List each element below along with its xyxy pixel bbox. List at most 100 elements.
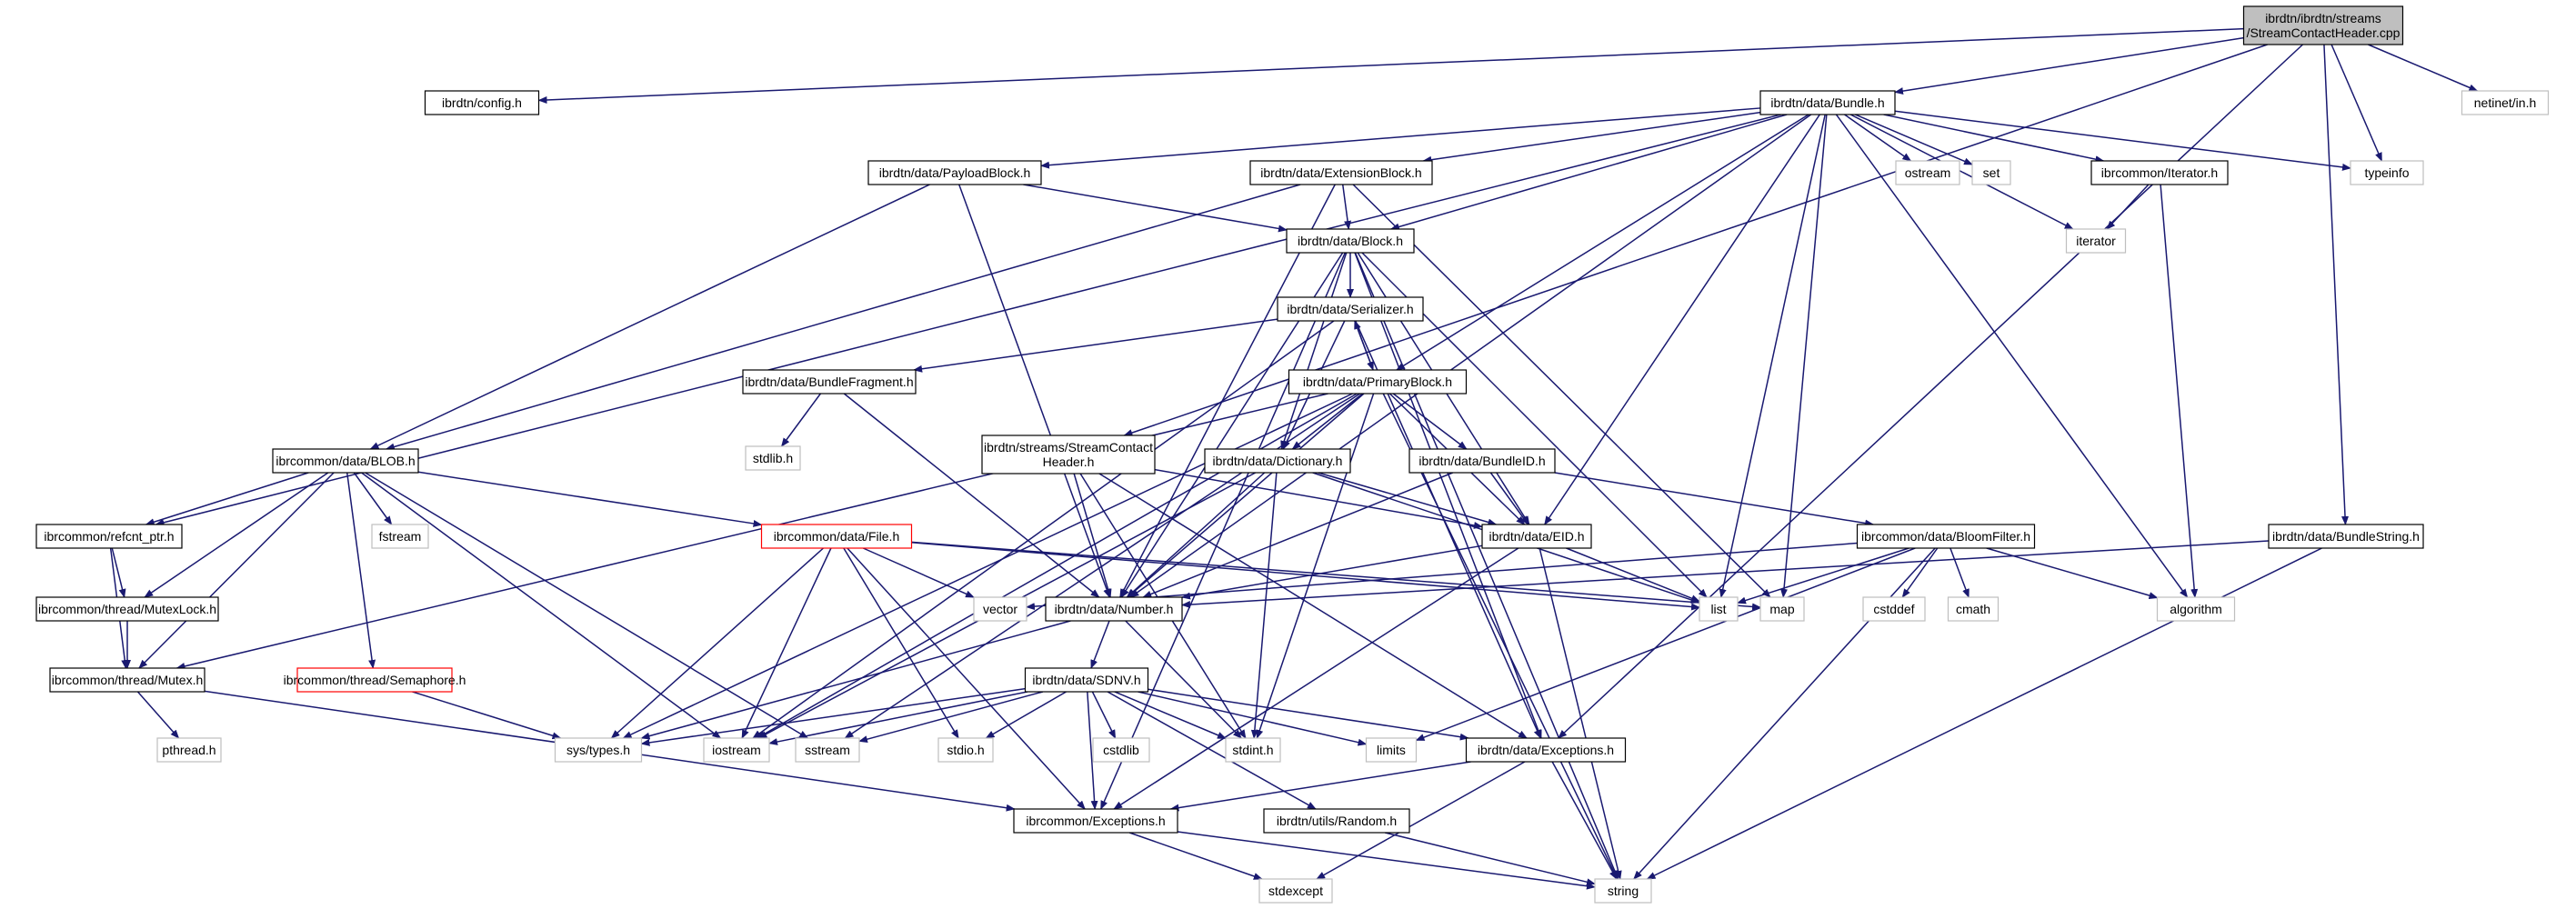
edge-primary-to-bundleid <box>1392 393 1468 450</box>
node-label: vector <box>983 602 1017 616</box>
edge-root-to-bstring <box>2323 44 2350 525</box>
node-fragment[interactable]: ibrdtn/data/BundleFragment.h <box>742 369 917 395</box>
node-sstream: sstream <box>795 737 860 763</box>
edge-bloom-to-list <box>1737 547 1909 604</box>
node-label: sstream <box>805 743 850 757</box>
node-set: set <box>1971 160 2011 185</box>
node-box-eid <box>1481 524 1592 549</box>
node-payload[interactable]: ibrdtn/data/PayloadBlock.h <box>867 160 1042 185</box>
node-blob[interactable]: ibrcommon/data/BLOB.h <box>272 448 419 474</box>
node-serializer[interactable]: ibrdtn/data/Serializer.h <box>1277 296 1424 322</box>
node-vector: vector <box>973 596 1027 622</box>
node-primary[interactable]: ibrdtn/data/PrimaryBlock.h <box>1288 369 1468 395</box>
node-label: ibrdtn/data/ExtensionBlock.h <box>1260 165 1421 180</box>
edge-dictionary-to-number <box>1126 472 1266 598</box>
edge-primary-to-sstream <box>844 393 1360 739</box>
node-stdexcept: stdexcept <box>1258 878 1333 904</box>
edge-root-to-netinet <box>2368 44 2479 92</box>
edge-primary-to-iostream <box>756 393 1358 739</box>
node-sch[interactable]: ibrdtn/streams/StreamContactHeader.h <box>981 435 1156 474</box>
edge-file-to-list <box>911 542 1700 611</box>
node-label: ibrdtn/data/SDNV.h <box>1032 673 1140 687</box>
edge-payload-to-block <box>1023 184 1288 233</box>
node-box-cstddef <box>1862 596 1926 622</box>
node-box-stdint <box>1225 737 1281 763</box>
node-label: cstddef <box>1873 602 1914 616</box>
node-label: ibrcommon/data/File.h <box>774 529 900 544</box>
edge-root-to-bundle <box>1894 36 2244 95</box>
node-label: map <box>1769 602 1794 616</box>
node-mutex[interactable]: ibrcommon/thread/Mutex.h <box>49 667 205 693</box>
node-sdnv[interactable]: ibrdtn/data/SDNV.h <box>1024 667 1149 693</box>
node-box-number <box>1045 596 1183 622</box>
node-label: ibrcommon/data/BLOB.h <box>276 454 415 468</box>
node-bloom[interactable]: ibrcommon/data/BloomFilter.h <box>1856 524 2036 549</box>
node-refcnt[interactable]: ibrcommon/refcnt_ptr.h <box>35 524 183 549</box>
edge-sch-to-eid <box>1154 468 1483 529</box>
node-box-stdio <box>937 737 994 763</box>
edge-file-to-map <box>911 541 1761 611</box>
edge-bundleid-to-eid <box>1489 472 1529 525</box>
node-bundle[interactable]: ibrdtn/data/Bundle.h <box>1759 90 1896 115</box>
node-label: ibrdtn/data/Dictionary.h <box>1213 454 1343 468</box>
node-file[interactable]: ibrcommon/data/File.h <box>760 524 913 549</box>
node-label: ibrdtn/data/Number.h <box>1055 602 1174 616</box>
node-stdio: stdio.h <box>937 737 994 763</box>
edge-primary-to-mutex <box>175 393 1328 670</box>
node-label: stdexcept <box>1268 884 1323 898</box>
node-number[interactable]: ibrdtn/data/Number.h <box>1045 596 1183 622</box>
node-semaphore[interactable]: ibrcommon/thread/Semaphore.h <box>284 667 466 693</box>
node-extblock[interactable]: ibrdtn/data/ExtensionBlock.h <box>1249 160 1433 185</box>
node-typeinfo: typeinfo <box>2350 160 2424 185</box>
node-box-bundleid <box>1408 448 1556 474</box>
edge-root-to-config <box>537 27 2244 104</box>
node-label: ibrdtn/streams/StreamContact <box>984 440 1153 454</box>
node-box-typeinfo <box>2350 160 2424 185</box>
node-icexc[interactable]: ibrcommon/Exceptions.h <box>1013 808 1178 834</box>
node-mutexlock[interactable]: ibrcommon/thread/MutexLock.h <box>35 596 219 622</box>
edge-blob-to-mutexlock <box>144 472 329 598</box>
edge-sdnv-to-icexc <box>1087 691 1098 810</box>
node-label: ibrcommon/refcnt_ptr.h <box>44 529 174 544</box>
node-iostream: iostream <box>703 737 770 763</box>
edge-file-to-iostream <box>741 547 832 739</box>
node-box-set <box>1971 160 2011 185</box>
node-box-blob <box>272 448 419 474</box>
node-eid[interactable]: ibrdtn/data/EID.h <box>1481 524 1592 549</box>
node-box-iostream <box>703 737 770 763</box>
edge-refcnt-to-mutexlock <box>111 547 126 598</box>
node-block[interactable]: ibrdtn/data/Block.h <box>1286 228 1415 254</box>
node-box-ostream <box>1895 160 1960 185</box>
edge-fragment-to-number <box>843 393 1100 598</box>
edge-extblock-to-blob <box>385 184 1301 451</box>
node-exceptions[interactable]: ibrdtn/data/Exceptions.h <box>1465 737 1627 763</box>
node-iteratorh[interactable]: ibrcommon/Iterator.h <box>2090 160 2229 185</box>
edge-serializer-to-iostream <box>752 320 1335 739</box>
edge-sdnv-to-random <box>1107 691 1317 810</box>
node-box-systypes <box>554 737 643 763</box>
edge-bstring-to-string <box>1646 547 2322 880</box>
edge-blob-to-iostream <box>361 472 722 739</box>
node-config[interactable]: ibrdtn/config.h <box>424 90 540 115</box>
node-bstring[interactable]: ibrdtn/data/BundleString.h <box>2268 524 2424 549</box>
edge-bloom-to-algorithm <box>1986 547 2159 599</box>
node-root[interactable]: ibrdtn/ibrdtn/streams/StreamContactHeade… <box>2242 5 2404 45</box>
node-label: ibrcommon/Exceptions.h <box>1026 814 1165 828</box>
node-box-algorithm <box>2156 596 2236 622</box>
edge-bloom-to-limits <box>1415 547 1916 742</box>
node-box-sstream <box>795 737 860 763</box>
node-box-refcnt <box>35 524 183 549</box>
node-label: Header.h <box>1043 454 1095 469</box>
node-label: ibrdtn/data/Block.h <box>1298 234 1403 248</box>
node-label: ibrcommon/thread/Semaphore.h <box>284 673 466 687</box>
node-label: cmath <box>1956 602 1990 616</box>
node-bundleid[interactable]: ibrdtn/data/BundleID.h <box>1408 448 1556 474</box>
node-dictionary[interactable]: ibrdtn/data/Dictionary.h <box>1204 448 1351 474</box>
node-string: string <box>1594 878 1652 904</box>
node-label: cstdlib <box>1103 743 1139 757</box>
node-box-exceptions <box>1465 737 1627 763</box>
node-box-config <box>424 90 540 115</box>
edge-bundle-to-eid <box>1544 114 1820 525</box>
node-box-vector <box>973 596 1027 622</box>
node-random[interactable]: ibrdtn/utils/Random.h <box>1263 808 1410 834</box>
